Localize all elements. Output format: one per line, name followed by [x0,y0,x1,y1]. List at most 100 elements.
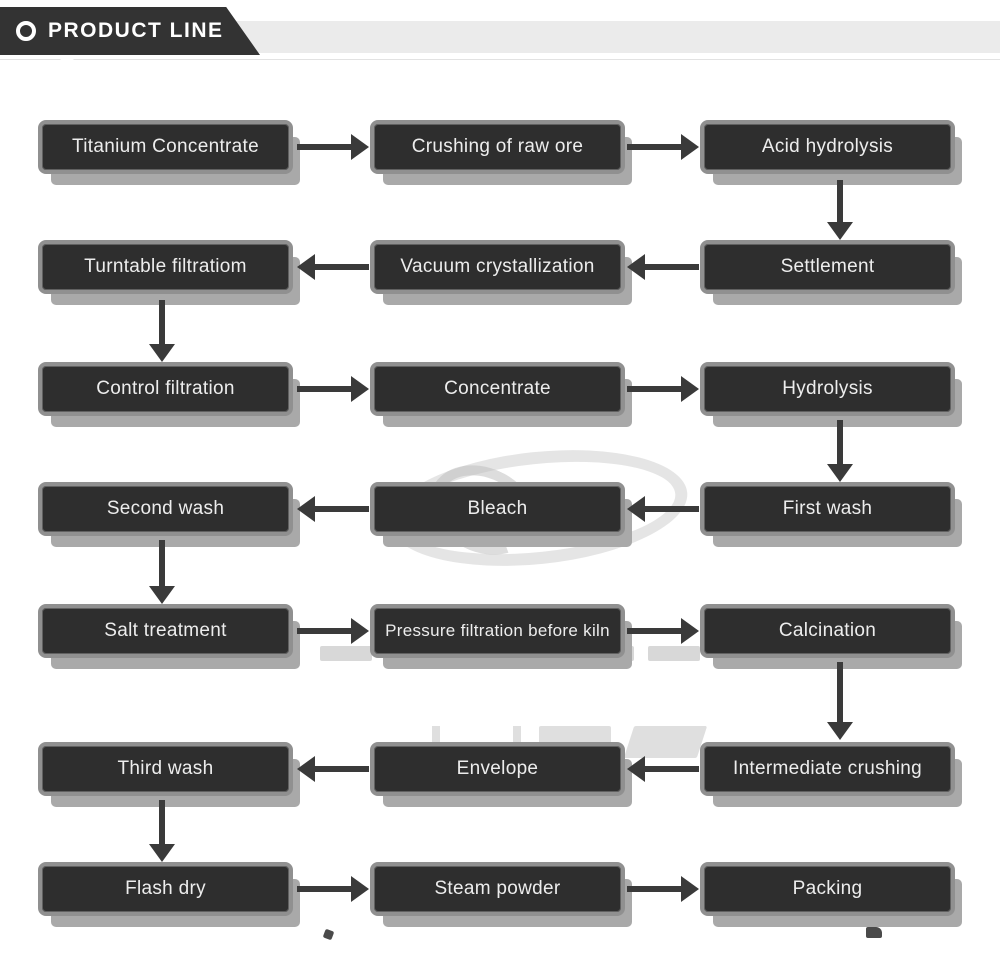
node-bleach: Bleach [370,482,625,536]
artifact-speck [866,927,882,938]
arrow-left-icon [297,254,369,280]
arrow-head [827,722,853,740]
node-steam-powder: Steam powder [370,862,625,916]
arrow-down-icon [827,662,853,740]
product-line-banner: PRODUCT LINE [0,7,260,55]
arrow-head [627,756,645,782]
node-settlement: Settlement [700,240,955,294]
arrow-left-icon [627,254,699,280]
node-label: Turntable filtratiom [84,256,247,277]
node-salt-treatment: Salt treatment [38,604,293,658]
node-label: Intermediate crushing [732,758,922,779]
node-label: Steam powder [434,878,561,899]
arrow-shaft [159,800,165,848]
node-label: Third wash [117,758,214,779]
node-calcination: Calcination [700,604,955,658]
arrow-left-icon [627,756,699,782]
node-label: Hydrolysis [782,378,873,399]
node-label: Control filtration [96,378,235,399]
arrow-head [351,876,369,902]
arrow-right-icon [627,376,699,402]
node-label: Envelope [456,758,539,779]
arrow-shaft [297,144,355,150]
node-label: Bleach [467,498,528,519]
arrow-shaft [311,264,369,270]
node-acid-hydrolysis: Acid hydrolysis [700,120,955,174]
artifact-speck [322,928,335,941]
node-label: Titanium Concentrate [72,136,259,157]
node-label: Vacuum crystallization [400,256,595,277]
arrow-head [681,876,699,902]
arrow-shaft [297,386,355,392]
arrow-shaft [311,766,369,772]
arrow-head [149,344,175,362]
node-label: Packing [792,878,863,899]
arrow-right-icon [297,134,369,160]
arrow-down-icon [149,300,175,362]
header-divider [0,59,1000,60]
node-envelope: Envelope [370,742,625,796]
node-titanium-concentrate: Titanium Concentrate [38,120,293,174]
node-control-filtration: Control filtration [38,362,293,416]
node-vacuum-crystallization: Vacuum crystallization [370,240,625,294]
arrow-down-icon [827,180,853,240]
arrow-right-icon [297,376,369,402]
node-first-wash: First wash [700,482,955,536]
arrow-right-icon [627,618,699,644]
node-flash-dry: Flash dry [38,862,293,916]
node-label: Concentrate [444,378,551,399]
arrow-head [351,618,369,644]
arrow-right-icon [627,134,699,160]
arrow-head [149,586,175,604]
node-second-wash: Second wash [38,482,293,536]
node-label: Crushing of raw ore [411,136,584,157]
arrow-head [681,376,699,402]
node-third-wash: Third wash [38,742,293,796]
node-label: Second wash [106,498,225,519]
node-label: Calcination [778,620,877,641]
node-label: Flash dry [125,878,206,899]
arrow-head [827,464,853,482]
arrow-shaft [641,264,699,270]
arrow-head [627,254,645,280]
node-label: Acid hydrolysis [761,136,894,157]
arrow-head [149,844,175,862]
arrow-head [681,134,699,160]
circle-ring-icon [16,21,36,41]
node-intermediate-crushing: Intermediate crushing [700,742,955,796]
arrow-head [627,496,645,522]
arrow-shaft [837,420,843,468]
arrow-left-icon [297,756,369,782]
node-label: Salt treatment [104,620,227,641]
arrow-shaft [297,628,355,634]
arrow-shaft [627,628,685,634]
node-concentrate: Concentrate [370,362,625,416]
watermark-glyph [648,646,701,661]
arrow-head [351,376,369,402]
arrow-down-icon [149,800,175,862]
banner-notch [57,55,77,62]
arrow-shaft [641,506,699,512]
arrow-right-icon [297,876,369,902]
arrow-right-icon [627,876,699,902]
arrow-shaft [837,180,843,226]
arrow-shaft [627,886,685,892]
arrow-left-icon [297,496,369,522]
arrow-shaft [159,300,165,348]
arrow-down-icon [827,420,853,482]
arrow-shaft [627,144,685,150]
node-turntable-filtratiom: Turntable filtratiom [38,240,293,294]
arrow-head [297,496,315,522]
arrow-shaft [641,766,699,772]
arrow-head [351,134,369,160]
arrow-shaft [311,506,369,512]
node-label: Pressure filtration before kiln [385,621,610,641]
node-crushing-of-raw-ore: Crushing of raw ore [370,120,625,174]
arrow-right-icon [297,618,369,644]
arrow-head [681,618,699,644]
node-label: Settlement [780,256,875,277]
watermark-glyph [624,726,708,758]
arrow-head [827,222,853,240]
arrow-down-icon [149,540,175,604]
